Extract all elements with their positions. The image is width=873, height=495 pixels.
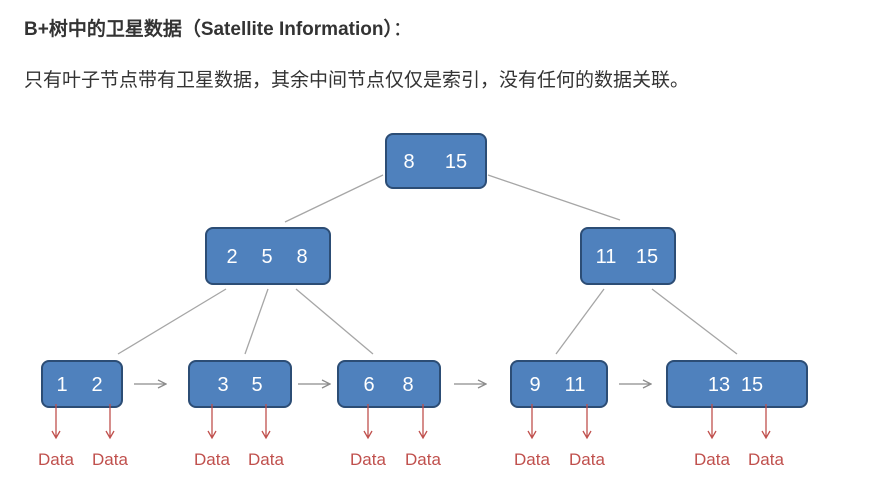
data-pointer-arrow <box>418 404 428 440</box>
leaf-node-1-key: 2 <box>91 374 102 396</box>
leaf-node-3-key: 6 <box>363 374 374 396</box>
data-pointer-arrow <box>51 404 61 440</box>
edge-internal-leaf3 <box>295 288 374 355</box>
data-pointer-arrow <box>707 404 717 440</box>
data-pointer-arrow <box>582 404 592 440</box>
satellite-data-label: Data <box>514 450 550 469</box>
satellite-data-label: Data <box>38 450 74 469</box>
leaf-node-4-key: 11 <box>565 374 586 396</box>
internal-node-2-box <box>580 227 676 285</box>
internal-node-1-key: 5 <box>261 246 272 268</box>
data-pointer-arrow <box>207 404 217 440</box>
leaf-node-1-box <box>41 360 123 408</box>
data-pointer-arrow <box>761 404 771 440</box>
satellite-data-label: Data <box>694 450 730 469</box>
leaf-node-2-box <box>188 360 292 408</box>
edge-root-right <box>487 174 621 221</box>
root-node-key: 8 <box>403 151 414 173</box>
satellite-data-label: Data <box>92 450 128 469</box>
internal-node-1-key: 2 <box>226 246 237 268</box>
root-node: 8 15 <box>385 133 487 189</box>
leaf-node-5-key: 15 <box>741 374 763 396</box>
satellite-data-label: Data <box>748 450 784 469</box>
root-node-box <box>385 133 487 189</box>
data-pointer-arrow <box>261 404 271 440</box>
leaf-node-5: 13 15 <box>666 360 808 408</box>
leaf-node-3-key: 8 <box>402 374 413 396</box>
section-heading: B+树中的卫星数据（Satellite Information）： <box>24 14 412 41</box>
edge-internal-leaf2 <box>244 288 269 355</box>
leaf-node-4-box <box>510 360 608 408</box>
leaf-node-5-box <box>666 360 808 408</box>
heading-text: B+树中的卫星数据（Satellite Information） <box>24 19 393 40</box>
edge-internal-leaf5 <box>651 288 738 355</box>
internal-node-1-box <box>205 227 331 285</box>
leaf-node-4: 9 11 <box>510 360 608 408</box>
internal-node-1: 2 5 8 <box>205 227 331 285</box>
heading-colon: ： <box>392 19 412 40</box>
internal-node-2-key: 11 <box>596 246 617 268</box>
internal-node-2-key: 15 <box>636 246 658 268</box>
description-paragraph: 只有叶子节点带有卫星数据，其余中间节点仅仅是索引，没有任何的数据关联。 <box>24 70 690 91</box>
satellite-data-label: Data <box>194 450 230 469</box>
internal-node-1-key: 8 <box>296 246 307 268</box>
edge-internal-leaf1 <box>117 288 227 355</box>
leaf-node-4-key: 9 <box>529 374 540 396</box>
edge-internal-leaf4 <box>555 288 605 355</box>
satellite-data-label: Data <box>569 450 605 469</box>
data-pointer-arrow <box>527 404 537 440</box>
leaf-node-2-key: 3 <box>217 374 228 396</box>
leaf-node-1-key: 1 <box>56 374 67 396</box>
leaf-node-5-key: 13 <box>708 374 730 396</box>
edge-root-left <box>284 174 384 223</box>
root-node-key: 15 <box>445 151 467 173</box>
leaf-node-3-box <box>337 360 441 408</box>
satellite-data-label: Data <box>405 450 441 469</box>
data-pointer-arrow <box>363 404 373 440</box>
data-pointer-arrow <box>105 404 115 440</box>
leaf-node-2-key: 5 <box>251 374 262 396</box>
satellite-data-label: Data <box>350 450 386 469</box>
satellite-data-label: Data <box>248 450 284 469</box>
internal-node-2: 11 15 <box>580 227 676 285</box>
